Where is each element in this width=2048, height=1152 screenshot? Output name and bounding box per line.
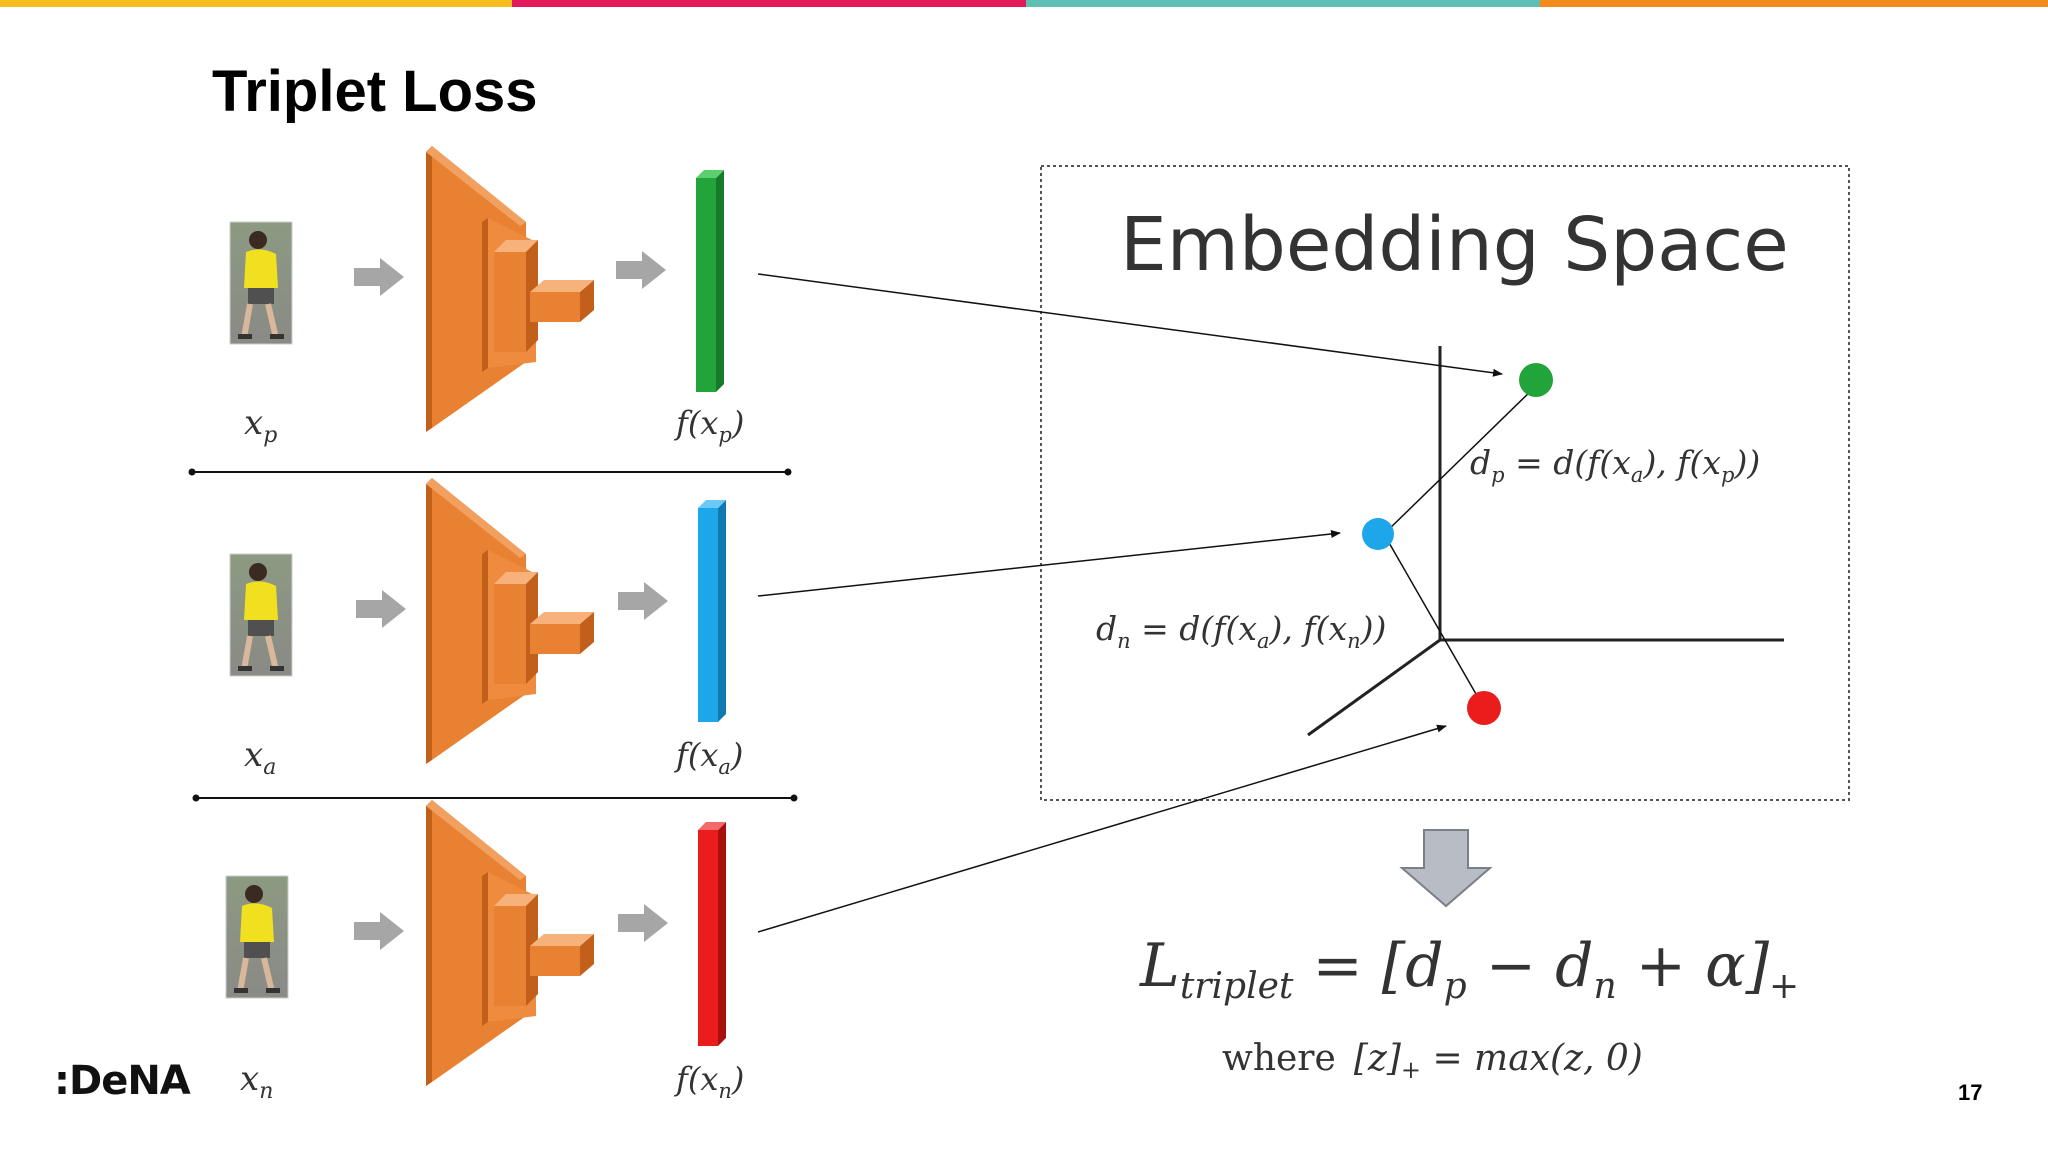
cnn-network: [426, 478, 594, 764]
positive-image: [230, 222, 292, 344]
accent-bar-teal: [1026, 0, 1540, 7]
embedding-label-negative: f(xn): [674, 1060, 744, 1103]
anchor-image: [230, 554, 292, 676]
arrow-icon: [616, 251, 666, 289]
embedding-space-box: [1040, 165, 1850, 801]
input-label-negative: xn: [240, 1059, 273, 1104]
embedding-label-positive: f(xp): [674, 404, 744, 447]
arrow-icon: [356, 590, 406, 628]
mapping-arrow-positive: [757, 273, 1503, 377]
arrow-icon: [354, 258, 404, 296]
where-clause: where[z]+ = max(z, 0): [1222, 1038, 1643, 1084]
slide-title: Triplet Loss: [212, 59, 538, 124]
axis-depth: [1307, 638, 1441, 737]
arrow-icon: [618, 582, 668, 620]
cnn-network: [426, 800, 594, 1086]
distance-line-negative: [1383, 533, 1477, 695]
embedding-bar-anchor: [698, 500, 726, 722]
embedding-label-anchor: f(xa): [674, 736, 743, 779]
embedding-bar-negative: [698, 822, 726, 1046]
down-arrow-icon: [1399, 829, 1493, 908]
arrow-icon: [354, 912, 404, 950]
accent-bar-pink: [512, 0, 1026, 7]
loss-formula: Ltriplet = [dp − dn + α]+: [1139, 931, 1799, 1007]
mapping-arrow-negative: [757, 724, 1447, 933]
arrow-icon: [618, 904, 668, 942]
embedding-bar-positive: [696, 170, 724, 392]
mapping-arrow-anchor: [757, 529, 1341, 597]
accent-bar-yellow: [0, 0, 512, 7]
input-label-positive: xp: [244, 403, 277, 448]
dp-formula: dp = d(f(xa), f(xp)): [1470, 443, 1760, 487]
distance-line-positive: [1383, 385, 1537, 535]
accent-bar-orange: [1540, 0, 2048, 7]
point-positive: [1519, 363, 1553, 397]
dn-formula: dn = d(f(xa), f(xn)): [1096, 609, 1386, 653]
embedding-space-title: Embedding Space: [1120, 202, 1789, 288]
dena-logo: :DeNA: [54, 1058, 191, 1104]
cnn-network: [426, 146, 594, 432]
point-anchor: [1362, 518, 1394, 550]
point-negative: [1467, 691, 1501, 725]
input-label-anchor: xa: [244, 735, 276, 780]
page-number: 17: [1958, 1080, 1983, 1105]
negative-image: [226, 876, 288, 998]
